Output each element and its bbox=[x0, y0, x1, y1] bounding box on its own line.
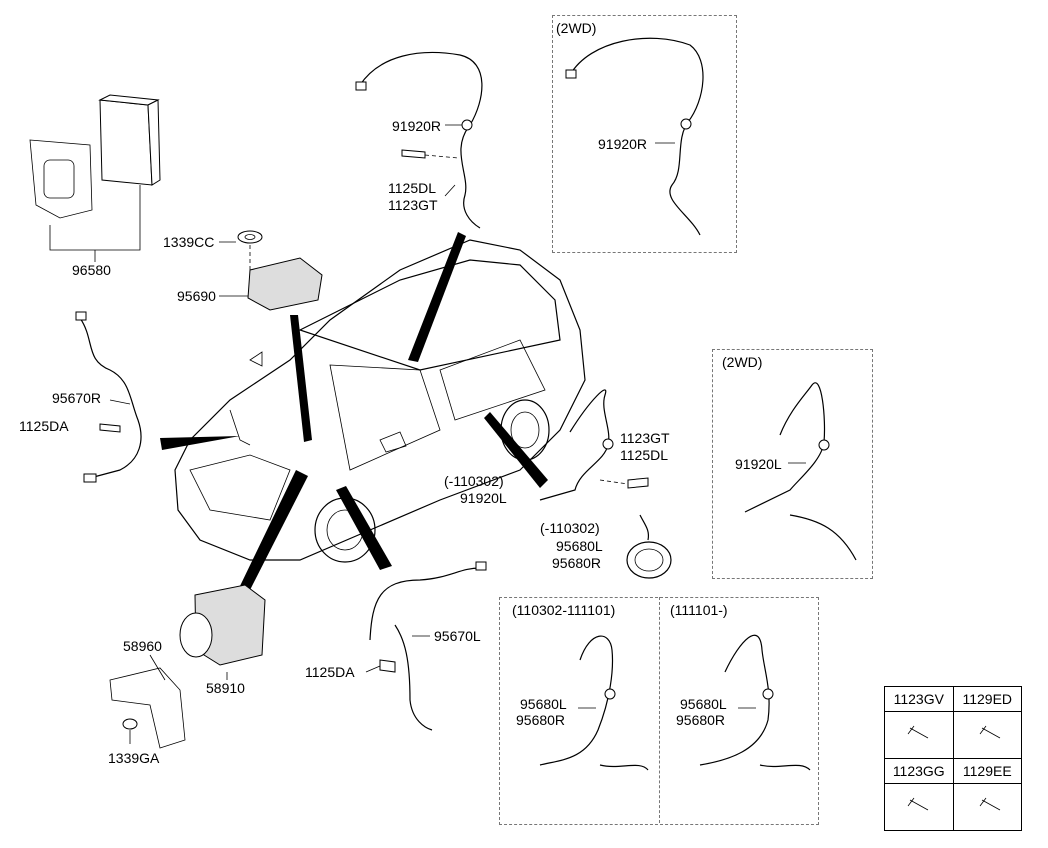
variant-label-2wd-top: (2WD) bbox=[556, 20, 597, 36]
sensor-95670R bbox=[75, 311, 142, 483]
ecu-module-96580 bbox=[29, 94, 161, 262]
abs-unit-58910 bbox=[109, 584, 266, 749]
label-95670L: 95670L bbox=[434, 628, 481, 644]
variant-box-2wd-mid bbox=[712, 349, 873, 579]
label-95680L-b2: 95680L bbox=[680, 696, 727, 712]
hw-header-1129EE: 1129EE bbox=[952, 758, 1023, 784]
vehicle-illustration bbox=[174, 239, 586, 563]
sensor-95680-b2 bbox=[699, 634, 811, 771]
sensor-95670L bbox=[365, 561, 487, 731]
hw-header-1123GG: 1123GG bbox=[884, 758, 954, 784]
label-58910: 58910 bbox=[206, 680, 245, 696]
label-1125DA-bottom: 1125DA bbox=[305, 664, 355, 680]
label-91920R-top: 91920R bbox=[392, 118, 442, 134]
label-95680L-b1: 95680L bbox=[520, 696, 567, 712]
label-1123GT-top: 1123GT bbox=[388, 197, 438, 213]
label-95690: 95690 bbox=[177, 288, 216, 304]
variant-box-2wd-top bbox=[552, 15, 737, 253]
sensor-91920L bbox=[539, 389, 672, 579]
label-58960: 58960 bbox=[123, 638, 162, 654]
bolt-1123GG-icon bbox=[884, 783, 954, 831]
label-110302-a: (-110302) bbox=[444, 473, 504, 489]
label-95670R: 95670R bbox=[52, 390, 102, 406]
yaw-sensor-95690 bbox=[219, 230, 323, 311]
hardware-table: 1123GV 1129ED 1123GG 1129EE bbox=[884, 686, 1023, 831]
sensor-91920L-2wd bbox=[744, 382, 857, 561]
label-95680R-b2: 95680R bbox=[676, 712, 726, 728]
label-1125DL-mid: 1125DL bbox=[620, 447, 669, 463]
bolt-1129ED-icon bbox=[952, 711, 1023, 759]
hw-header-1129ED: 1129ED bbox=[952, 686, 1023, 712]
sensor-91920R-2wd bbox=[565, 37, 704, 236]
bolt-1129EE-icon bbox=[952, 783, 1023, 831]
sensor-91920R-top bbox=[355, 51, 483, 229]
label-91920R-2wd: 91920R bbox=[598, 136, 648, 152]
label-91920L-2wd: 91920L bbox=[735, 456, 782, 472]
label-95680L-mid: 95680L bbox=[556, 538, 603, 554]
pointer-wedges bbox=[160, 232, 548, 590]
label-1339CC: 1339CC bbox=[163, 234, 215, 250]
variant-box-divider bbox=[659, 597, 660, 823]
sensor-95680-b1 bbox=[539, 635, 649, 771]
variant-label-2wd-mid: (2WD) bbox=[722, 354, 763, 370]
label-1125DA-left: 1125DA bbox=[19, 418, 69, 434]
bolt-1123GV-icon bbox=[884, 711, 954, 759]
hw-header-1123GV: 1123GV bbox=[884, 686, 954, 712]
label-110302-b: (-110302) bbox=[540, 520, 600, 536]
variant-label-111101: (111101-) bbox=[670, 602, 728, 618]
label-96580: 96580 bbox=[72, 262, 111, 278]
label-1339GA: 1339GA bbox=[108, 750, 160, 766]
label-95680R-b1: 95680R bbox=[516, 712, 566, 728]
label-95680R-mid: 95680R bbox=[552, 555, 602, 571]
label-91920L: 91920L bbox=[460, 490, 507, 506]
label-1125DL-top: 1125DL bbox=[388, 180, 437, 196]
label-1123GT-mid: 1123GT bbox=[620, 430, 670, 446]
variant-label-110302-111101: (110302-111101) bbox=[512, 602, 616, 618]
